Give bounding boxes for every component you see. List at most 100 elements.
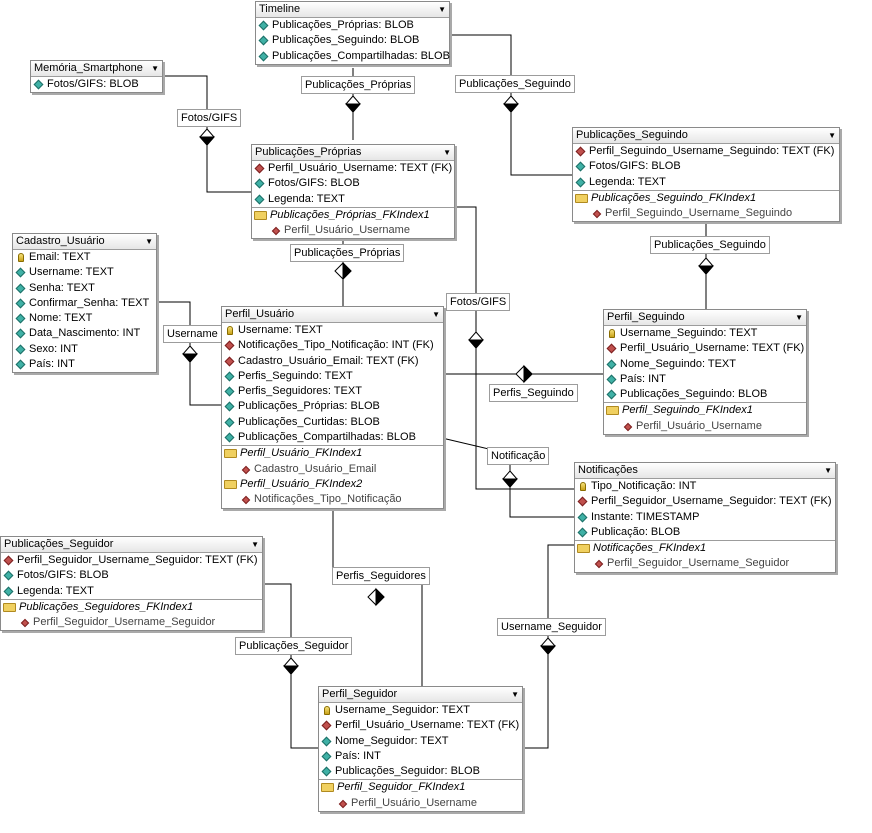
entity-perfil-seguindo[interactable]: Perfil_Seguindo▼ Username_Seguindo: TEXT…	[603, 309, 807, 436]
column-row[interactable]: Perfil_Usuário_Username: TEXT (FK)	[319, 718, 522, 733]
column-row[interactable]: Publicações_Curtidas: BLOB	[222, 415, 443, 430]
chevron-down-icon[interactable]: ▼	[443, 148, 451, 157]
column-row[interactable]: Publicação: BLOB	[575, 525, 835, 540]
index-row[interactable]: Perfil_Usuário_FKIndex2	[222, 477, 443, 492]
index-column-row[interactable]: Perfil_Usuário_Username	[604, 419, 806, 434]
entity-header[interactable]: Perfil_Seguindo▼	[604, 310, 806, 326]
column-row[interactable]: Confirmar_Senha: TEXT	[13, 296, 156, 311]
index-column-row[interactable]: Perfil_Seguindo_Username_Seguindo	[573, 206, 839, 221]
index-column-row[interactable]: Cadastro_Usuário_Email	[222, 462, 443, 477]
relation-label-publicacoes-proprias[interactable]: Publicações_Próprias	[301, 76, 416, 94]
index-column-row[interactable]: Notificações_Tipo_Notificação	[222, 492, 443, 507]
entity-header[interactable]: Cadastro_Usuário▼	[13, 234, 156, 250]
chevron-down-icon[interactable]: ▼	[251, 540, 259, 549]
column-row[interactable]: Legenda: TEXT	[573, 175, 839, 190]
column-row[interactable]: Fotos/GIFS: BLOB	[252, 176, 454, 191]
entity-header[interactable]: Timeline▼	[256, 2, 449, 18]
entity-perfil-usuario[interactable]: Perfil_Usuário▼ Username: TEXT Notificaç…	[221, 306, 444, 509]
column-row[interactable]: Senha: TEXT	[13, 281, 156, 296]
chevron-down-icon[interactable]: ▼	[438, 5, 446, 14]
index-column-row[interactable]: Perfil_Usuário_Username	[252, 223, 454, 238]
entity-perfil-seguidor[interactable]: Perfil_Seguidor▼ Username_Seguidor: TEXT…	[318, 686, 523, 813]
relation-label-fotos-gifs[interactable]: Fotos/GIFS	[177, 109, 242, 127]
relation-label-username-seguidor[interactable]: Username_Seguidor	[497, 618, 606, 636]
entity-header[interactable]: Perfil_Usuário▼	[222, 307, 443, 323]
index-column-row[interactable]: Perfil_Seguidor_Username_Seguidor	[1, 615, 262, 630]
column-row[interactable]: Nome_Seguindo: TEXT	[604, 357, 806, 372]
column-row[interactable]: Perfil_Seguindo_Username_Seguindo: TEXT …	[573, 144, 839, 159]
relation-label-notificacao[interactable]: Notificação	[487, 447, 550, 465]
column-row[interactable]: Perfil_Usuário_Username: TEXT (FK)	[604, 341, 806, 356]
entity-publicacoes-proprias[interactable]: Publicações_Próprias▼ Perfil_Usuário_Use…	[251, 144, 455, 240]
column-row[interactable]: Username: TEXT	[13, 265, 156, 280]
column-row[interactable]: Cadastro_Usuário_Email: TEXT (FK)	[222, 354, 443, 369]
chevron-down-icon[interactable]: ▼	[795, 313, 803, 322]
column-row[interactable]: Perfis_Seguidores: TEXT	[222, 384, 443, 399]
column-row[interactable]: Sexo: INT	[13, 342, 156, 357]
entity-publicacoes-seguindo[interactable]: Publicações_Seguindo▼ Perfil_Seguindo_Us…	[572, 127, 840, 223]
relation-label-publicacoes-seguindo[interactable]: Publicações_Seguindo	[455, 75, 575, 93]
column-row[interactable]: Nome_Seguidor: TEXT	[319, 734, 522, 749]
relation-label-perfis-seguindo[interactable]: Perfis_Seguindo	[489, 384, 578, 402]
column-row[interactable]: Publicações_Seguindo: BLOB	[256, 33, 449, 48]
chevron-down-icon[interactable]: ▼	[145, 237, 153, 246]
index-row[interactable]: Notificações_FKIndex1	[575, 541, 835, 556]
relation-label-fotos-gifs-2[interactable]: Fotos/GIFS	[446, 293, 511, 311]
column-row[interactable]: Fotos/GIFS: BLOB	[573, 159, 839, 174]
chevron-down-icon[interactable]: ▼	[828, 131, 836, 140]
relation-label-username[interactable]: Username	[163, 325, 222, 343]
column-row[interactable]: Publicações_Seguindo: BLOB	[604, 387, 806, 402]
index-row[interactable]: Publicações_Seguindo_FKIndex1	[573, 191, 839, 206]
column-row[interactable]: Publicações_Compartilhadas: BLOB	[222, 430, 443, 445]
index-row[interactable]: Perfil_Usuário_FKIndex1	[222, 446, 443, 461]
column-row[interactable]: Nome: TEXT	[13, 311, 156, 326]
chevron-down-icon[interactable]: ▼	[824, 466, 832, 475]
column-row[interactable]: País: INT	[319, 749, 522, 764]
column-row[interactable]: Perfis_Seguindo: TEXT	[222, 369, 443, 384]
column-row[interactable]: Publicações_Compartilhadas: BLOB	[256, 49, 450, 64]
entity-header[interactable]: Publicações_Próprias▼	[252, 145, 454, 161]
column-row[interactable]: Notificações_Tipo_Notificação: INT (FK)	[222, 338, 443, 353]
relation-label-perfis-seguidores[interactable]: Perfis_Seguidores	[332, 567, 430, 585]
index-row[interactable]: Perfil_Seguidor_FKIndex1	[319, 780, 522, 795]
entity-header[interactable]: Perfil_Seguidor▼	[319, 687, 522, 703]
entity-publicacoes-seguidor[interactable]: Publicações_Seguidor▼ Perfil_Seguidor_Us…	[0, 536, 263, 632]
index-column-row[interactable]: Perfil_Usuário_Username	[319, 796, 522, 811]
entity-memoria-smartphone[interactable]: Memória_Smartphone▼ Fotos/GIFS: BLOB	[30, 60, 163, 94]
column-row[interactable]: Perfil_Seguidor_Username_Seguidor: TEXT …	[1, 553, 262, 568]
column-row[interactable]: Email: TEXT	[13, 250, 156, 265]
entity-header[interactable]: Publicações_Seguindo▼	[573, 128, 839, 144]
chevron-down-icon[interactable]: ▼	[151, 64, 159, 73]
column-row[interactable]: Publicações_Seguidor: BLOB	[319, 764, 522, 779]
index-row[interactable]: Perfil_Seguindo_FKIndex1	[604, 403, 806, 418]
column-row[interactable]: País: INT	[13, 357, 156, 372]
index-row[interactable]: Publicações_Próprias_FKIndex1	[252, 208, 454, 223]
column-row[interactable]: Fotos/GIFS: BLOB	[31, 77, 162, 92]
column-row[interactable]: Username_Seguindo: TEXT	[604, 326, 806, 341]
column-row[interactable]: Instante: TIMESTAMP	[575, 510, 835, 525]
column-row[interactable]: Fotos/GIFS: BLOB	[1, 568, 262, 583]
relation-label-publicacoes-seguidor[interactable]: Publicações_Seguidor	[235, 637, 353, 655]
column-row[interactable]: Legenda: TEXT	[252, 192, 454, 207]
column-row[interactable]: Username: TEXT	[222, 323, 443, 338]
column-row[interactable]: Perfil_Seguidor_Username_Seguidor: TEXT …	[575, 494, 835, 509]
entity-header[interactable]: Publicações_Seguidor▼	[1, 537, 262, 553]
entity-notificacoes[interactable]: Notificações▼ Tipo_Notificação: INT Perf…	[574, 462, 836, 573]
column-row[interactable]: Publicações_Próprias: BLOB	[222, 399, 443, 414]
column-row[interactable]: Username_Seguidor: TEXT	[319, 703, 522, 718]
index-row[interactable]: Publicações_Seguidores_FKIndex1	[1, 600, 262, 615]
column-row[interactable]: País: INT	[604, 372, 806, 387]
entity-header[interactable]: Notificações▼	[575, 463, 835, 479]
entity-cadastro-usuario[interactable]: Cadastro_Usuário▼ Email: TEXT Username: …	[12, 233, 157, 374]
column-row[interactable]: Perfil_Usuário_Username: TEXT (FK)	[252, 161, 454, 176]
column-row[interactable]: Legenda: TEXT	[1, 584, 262, 599]
chevron-down-icon[interactable]: ▼	[432, 310, 440, 319]
relation-label-publicacoes-proprias-2[interactable]: Publicações_Próprias	[290, 244, 405, 262]
chevron-down-icon[interactable]: ▼	[511, 690, 519, 699]
column-row[interactable]: Tipo_Notificação: INT	[575, 479, 835, 494]
entity-timeline[interactable]: Timeline▼ Publicações_Próprias: BLOB Pub…	[255, 1, 450, 65]
column-row[interactable]: Publicações_Próprias: BLOB	[256, 18, 449, 33]
relation-label-publicacoes-seguindo-2[interactable]: Publicações_Seguindo	[650, 236, 770, 254]
index-column-row[interactable]: Perfil_Seguidor_Username_Seguidor	[575, 556, 835, 571]
column-row[interactable]: Data_Nascimento: INT	[13, 326, 156, 341]
